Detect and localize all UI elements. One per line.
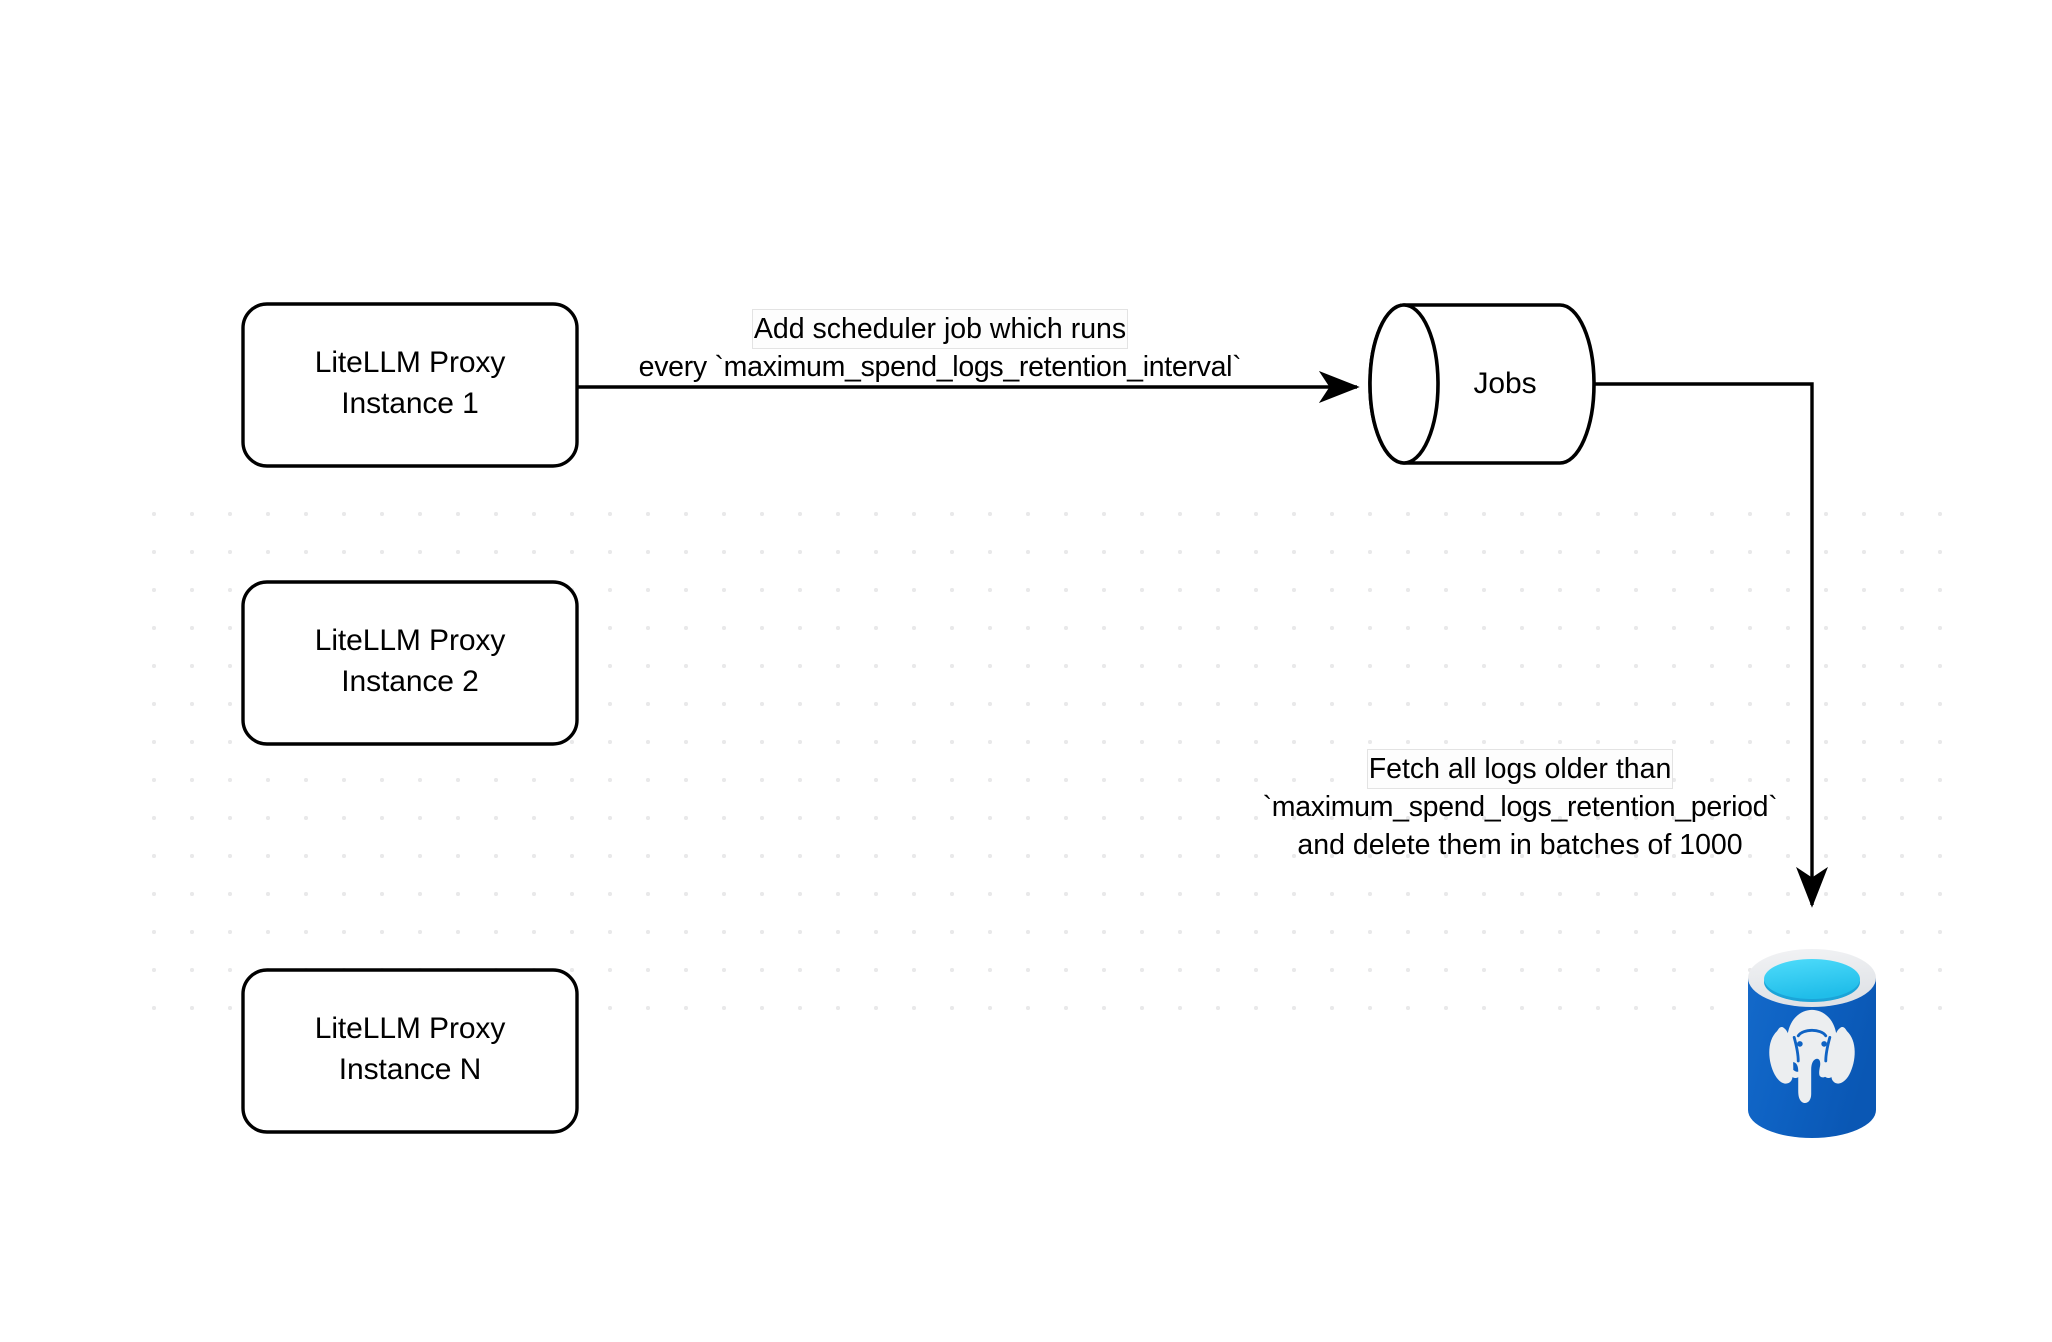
node-postgres-database[interactable]: [1748, 949, 1876, 1138]
node-jobs-queue[interactable]: [1368, 303, 1596, 465]
postgres-elephant-icon: [1769, 1009, 1855, 1104]
node-proxy-instance-2[interactable]: [241, 580, 579, 746]
edge-jobs-to-postgres: [1594, 382, 1828, 908]
node-proxy-instance-1[interactable]: [241, 302, 579, 468]
node-proxy-instance-n[interactable]: [241, 968, 579, 1134]
